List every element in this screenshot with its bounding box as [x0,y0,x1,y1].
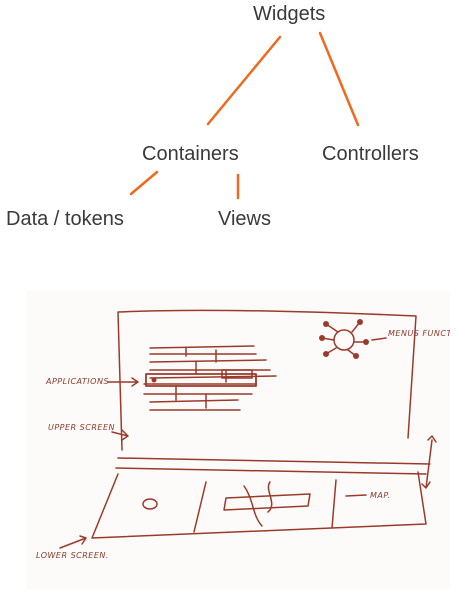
hand-drawn-sketch: APPLICATIONS MENUS FUNCTIONS UPPER SCREE… [26,290,459,590]
node-containers: Containers [142,143,239,165]
sketch-icon [142,498,158,510]
applications-arrow [107,377,139,387]
upper-screen-arrow [111,429,129,441]
node-widgets: Widgets [253,3,326,25]
menus-icon-center [333,329,355,351]
label-lower-screen: LOWER SCREEN. [36,551,109,560]
edge-widgets-containers [206,35,282,126]
sketch-drawing: APPLICATIONS MENUS FUNCTIONS UPPER SCREE… [36,309,459,560]
upper-screen-frame [117,309,417,451]
edge-containers-data [129,170,159,196]
lower-screen-arrow [59,535,87,549]
lower-screen-frame [91,471,427,539]
screen-divider [117,457,431,465]
resize-arrow [421,435,437,489]
sketch-list [143,345,277,411]
menus-arrow [371,337,387,341]
label-map: MAP. [370,491,391,500]
tree-edges [129,31,360,200]
node-views: Views [218,208,271,230]
node-controllers: Controllers [322,143,419,165]
label-menus-functions: MENUS FUNCTIONS [388,329,450,338]
map-box [223,493,311,511]
label-upper-screen: UPPER SCREEN [48,423,115,432]
node-data-tokens: Data / tokens [6,208,124,230]
edge-widgets-controllers [318,31,360,127]
label-applications: APPLICATIONS [45,377,109,386]
